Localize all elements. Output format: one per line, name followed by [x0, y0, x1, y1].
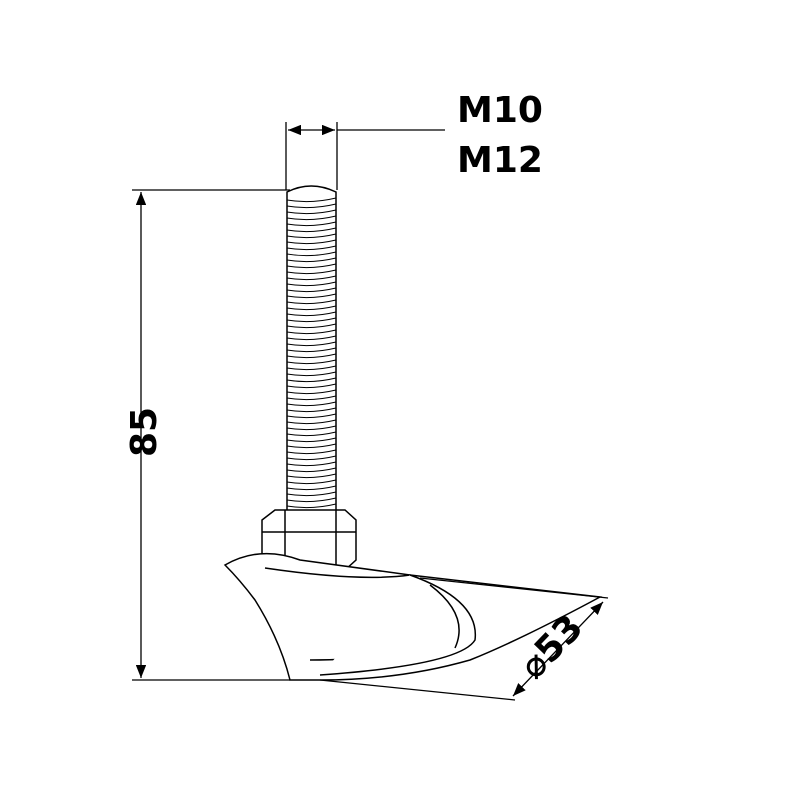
thread-line — [286, 419, 337, 425]
thread-line — [286, 365, 337, 371]
thread-line — [286, 239, 337, 245]
diameter-dimension — [319, 577, 609, 701]
thread-line — [286, 341, 337, 347]
thread-line — [286, 305, 337, 311]
thread-line — [286, 485, 337, 491]
thread-line — [286, 413, 337, 419]
thread-line — [286, 197, 337, 203]
thread-line — [286, 215, 337, 221]
thread-label-m10: M10 — [457, 90, 543, 131]
thread-line — [286, 383, 337, 389]
thread-line — [286, 299, 337, 305]
thread-line — [286, 389, 337, 395]
thread-dimension — [285, 122, 445, 190]
thread-line — [286, 329, 337, 335]
thread-line — [286, 245, 337, 251]
thread-line — [286, 455, 337, 461]
thread-line — [286, 467, 337, 473]
thread-line — [286, 281, 337, 287]
thread-line — [286, 407, 337, 413]
thread-line — [286, 359, 337, 365]
thread-line — [286, 431, 337, 437]
thread-line — [286, 479, 337, 485]
thread-line — [286, 503, 337, 509]
height-dimension — [132, 189, 290, 681]
thread-line — [286, 377, 337, 383]
thread-line — [286, 227, 337, 233]
thread-line — [286, 269, 337, 275]
thread-line — [286, 311, 337, 317]
thread-line — [286, 233, 337, 239]
thread-line — [286, 263, 337, 269]
thread-line — [286, 491, 337, 497]
thread-line — [286, 251, 337, 257]
thread-line — [286, 323, 337, 329]
thread-line — [286, 335, 337, 341]
thread-line — [286, 401, 337, 407]
thread-line — [286, 209, 337, 215]
thread-line — [286, 461, 337, 467]
thread-line — [286, 353, 337, 359]
height-label: 85 — [124, 407, 165, 457]
base-pad — [223, 552, 603, 681]
thread-line — [286, 449, 337, 455]
thread-line — [286, 371, 337, 377]
thread-line — [286, 257, 337, 263]
thread-line — [286, 293, 337, 299]
thread-line — [286, 287, 337, 293]
thread-line — [286, 443, 337, 449]
thread-line — [286, 203, 337, 209]
thread-line — [286, 425, 337, 431]
thread-line — [286, 473, 337, 479]
thread-line — [286, 317, 337, 323]
thread-label-m12: M12 — [457, 140, 543, 181]
thread-line — [286, 275, 337, 281]
thread-line — [286, 437, 337, 443]
thread-line — [286, 347, 337, 353]
thread-line — [286, 221, 337, 227]
threaded-rod — [286, 185, 337, 521]
thread-line — [286, 395, 337, 401]
thread-line — [286, 497, 337, 503]
